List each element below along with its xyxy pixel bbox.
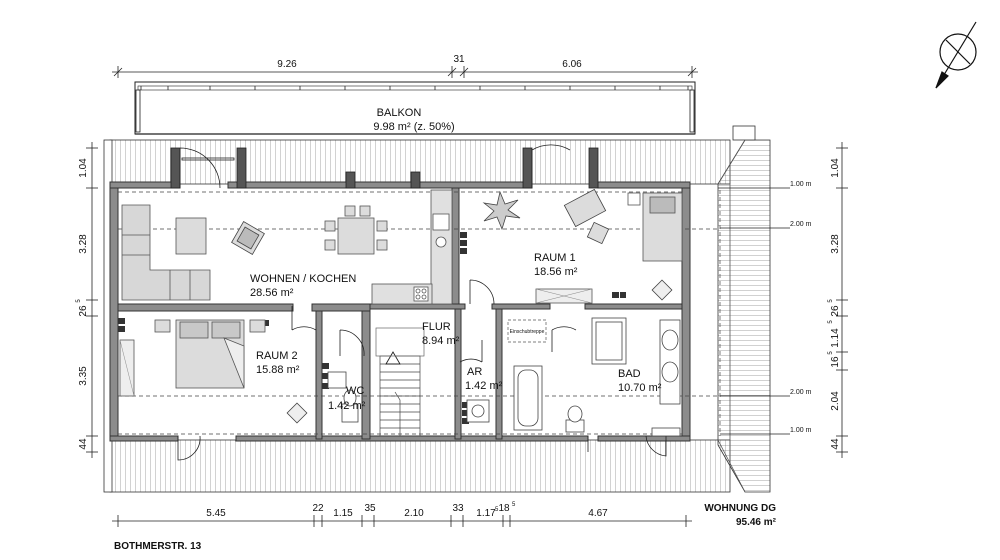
dim-right-4: 1.14 (830, 328, 841, 348)
dim-right-3: 26 (830, 305, 841, 317)
dim-bottom-5: 2.10 (404, 508, 424, 519)
dining-set (324, 205, 388, 255)
dim-left-2: 3.28 (78, 234, 89, 254)
height-mark-labels: 1.00 m 2.00 m 2.00 m 1.00 m (790, 181, 812, 434)
balcony-area: 9.98 m² (z. 50%) (373, 121, 454, 133)
window-pillars (170, 147, 599, 189)
unit-area: 95.46 m² (736, 517, 777, 528)
ar-fixtures (466, 399, 490, 423)
dim-bottom-2: 22 (312, 503, 324, 514)
dim-top-3: 6.06 (562, 59, 582, 70)
dim-bottom-8-sup: 5 (512, 502, 516, 508)
wc-fixtures (327, 371, 359, 423)
room-wohnen-area: 28.56 m² (250, 287, 294, 299)
room-bad-name: BAD (618, 368, 641, 380)
dim-bottom-labels: 5.45 22 1.15 35 2.10 33 1.17 5 18 5 4.67 (206, 502, 608, 519)
dim-right-1: 1.04 (830, 158, 841, 178)
bed-raum2 (154, 319, 266, 389)
dim-right-7: 44 (830, 438, 841, 450)
balcony: BALKON 9.98 m² (z. 50%) (134, 81, 696, 135)
room-raum2-name: RAUM 2 (256, 350, 298, 362)
dim-bottom-8: 18 (498, 503, 510, 514)
room-ar-name: AR (467, 366, 482, 378)
height-mark-4: 1.00 m (790, 427, 812, 434)
desk-chair (563, 188, 610, 245)
door-swings (177, 144, 667, 461)
height-mark-3: 2.00 m (790, 389, 812, 396)
room-raum1-name: RAUM 1 (534, 252, 576, 264)
dimension-left (86, 142, 98, 458)
dim-right-5-sup: 5 (828, 351, 834, 355)
bath-fixtures (513, 317, 681, 437)
kitchen-counter (371, 189, 453, 305)
dim-right-2: 3.28 (830, 234, 841, 254)
dim-top-2: 31 (453, 54, 465, 65)
unit-name: WOHNUNG DG (704, 503, 776, 514)
room-ar-area: 1.42 m² (465, 380, 503, 392)
dim-right-6: 2.04 (830, 391, 841, 411)
dim-left-3: 26 (78, 305, 89, 317)
dim-right-labels: 1.04 3.28 26 5 1.14 5 16 5 2.04 44 (828, 158, 841, 450)
dim-left-1: 1.04 (78, 158, 89, 178)
dim-right-5: 16 (830, 356, 841, 368)
dim-left-labels: 1.04 3.28 26 5 3.35 44 (76, 158, 89, 450)
dim-bottom-3: 1.15 (333, 508, 353, 519)
height-mark-1: 1.00 m (790, 181, 812, 188)
bed-raum1 (627, 192, 683, 262)
box-raum1 (651, 279, 673, 301)
exterior-walls (109, 181, 691, 442)
room-raum2-area: 15.88 m² (256, 364, 300, 376)
dim-bottom-7: 1.17 (476, 508, 496, 519)
dim-right-4-sup: 5 (828, 320, 834, 324)
sofa (121, 204, 211, 301)
room-labels: WOHNEN / KOCHEN 28.56 m² RAUM 1 18.56 m²… (250, 252, 662, 412)
height-mark-2: 2.00 m (790, 221, 812, 228)
balcony-name: BALKON (377, 107, 422, 119)
dimension-right (836, 142, 848, 458)
room-bad-area: 10.70 m² (618, 382, 662, 394)
roof-overhang (103, 125, 771, 493)
armchair (231, 221, 265, 255)
dim-bottom-7-sup: 5 (495, 507, 499, 513)
interior-walls (117, 187, 683, 440)
coffee-table (175, 217, 207, 255)
room-wc-area: 1.42 m² (328, 400, 366, 412)
address: BOTHMERSTR. 13 (114, 541, 202, 552)
dim-right-3-sup: 5 (828, 299, 834, 303)
dim-top-1: 9.26 (277, 59, 297, 70)
dimension-top (112, 66, 698, 78)
height-lines (118, 190, 721, 436)
room-flur-area: 8.94 m² (422, 335, 460, 347)
dim-bottom-1: 5.45 (206, 508, 226, 519)
dimension-bottom (112, 515, 692, 527)
north-arrow-icon (935, 21, 977, 89)
room-wc-name: WC (346, 385, 364, 397)
height-line-ticks (718, 187, 790, 435)
box-raum2 (286, 402, 308, 424)
dim-left-4: 3.35 (78, 366, 89, 386)
dim-left-3-sup: 5 (76, 299, 82, 303)
room-flur-name: FLUR (422, 321, 451, 333)
attic-hatch: Einschubtreppe (507, 319, 547, 343)
dim-bottom-9: 4.67 (588, 508, 608, 519)
staircase (375, 327, 425, 437)
dim-left-5: 44 (78, 438, 89, 450)
dim-bottom-6: 33 (452, 503, 464, 514)
dim-bottom-4: 35 (364, 503, 376, 514)
room-raum1-area: 18.56 m² (534, 266, 578, 278)
plant-icon (482, 190, 521, 231)
room-wohnen-name: WOHNEN / KOCHEN (250, 273, 356, 285)
attic-hatch-label: Einschubtreppe (510, 329, 545, 335)
